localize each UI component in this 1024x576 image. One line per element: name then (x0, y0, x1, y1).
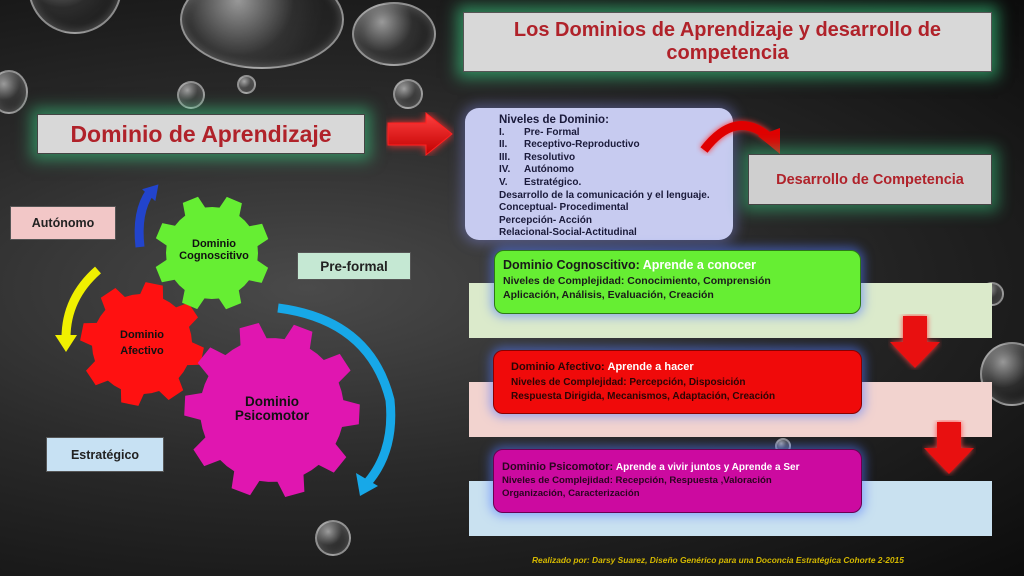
extra-line: Conceptual- Procedimental (499, 202, 629, 214)
gears-diagram: Dominio Cognoscitivo Dominio Afectivo Do… (55, 184, 396, 497)
label-autonomo: Autónomo (10, 206, 116, 240)
desarrollo-competencia-box: Desarrollo de Competencia (748, 154, 992, 205)
item-number: I. (499, 126, 505, 138)
card-psicomotor: Dominio Psicomotor: Aprende a vivir junt… (493, 449, 862, 513)
card-title: Dominio Afectivo: (511, 361, 605, 373)
blue-arrow-icon (134, 189, 154, 248)
card-afectivo: Dominio Afectivo: Aprende a hacer Nivele… (493, 350, 862, 414)
list-item: IV. Autónomo (499, 164, 733, 177)
curved-arrow-icon (700, 121, 780, 154)
list-item: V. Estratégico. (499, 177, 733, 190)
footer-credit: Realizado por: Darsy Suarez, Diseño Gené… (532, 555, 904, 565)
gear-label-cognoscitivo-1: Dominio (192, 238, 236, 250)
right-arrow-icon (387, 112, 453, 156)
item-number: II. (499, 139, 508, 151)
down-arrow-icon (890, 316, 940, 368)
card-line: Niveles de Complejidad: Recepción, Respu… (502, 475, 772, 486)
bubble-decoration (352, 2, 436, 66)
dominio-aprendizaje-box: Dominio de Aprendizaje (37, 114, 365, 154)
gear-label-psicomotor-1: Dominio (245, 394, 299, 409)
extra-line: Relacional-Social-Actitudinal (499, 227, 637, 239)
card-subtitle: Aprende a vivir juntos y Aprende a Ser (615, 462, 800, 473)
gear-label-afectivo-1: Dominio (120, 329, 164, 341)
gear-label-psicomotor-2: Psicomotor (235, 408, 310, 423)
card-subtitle: Aprende a conocer (642, 258, 756, 272)
bubble-decoration (393, 79, 423, 109)
gear-label-afectivo-2: Afectivo (120, 345, 164, 357)
niveles-heading: Niveles de Dominio: (499, 114, 609, 126)
gear-afectivo (80, 282, 204, 406)
label-estrategico: Estratégico (46, 437, 164, 472)
bubble-decoration (177, 81, 205, 109)
card-line: Organización, Caracterización (502, 488, 640, 499)
niveles-dominio-box: Niveles de Dominio: I. Pre- Formal II. Rec… (465, 108, 733, 240)
extra-line: Percepción- Acción (499, 214, 592, 226)
card-line: Niveles de Complejidad: Percepción, Disp… (511, 376, 746, 388)
item-label: Autónomo (524, 164, 574, 176)
card-line: Niveles de Complejidad: Conocimiento, Co… (503, 274, 771, 287)
yellow-arrow-icon (61, 266, 102, 339)
bubble-decoration (180, 0, 344, 69)
card-line: Respuesta Dirigida, Mecanismos, Adaptaci… (511, 391, 776, 402)
label-preformal: Pre-formal (297, 252, 411, 280)
card-cognoscitivo: Dominio Cognoscitivo: Aprende a conocer … (494, 250, 861, 314)
card-subtitle: Aprende a hacer (607, 361, 694, 373)
list-item: I. Pre- Formal (499, 127, 733, 140)
gear-psicomotor (184, 323, 360, 497)
card-line: Aplicación, Análisis, Evaluación, Creaci… (503, 289, 714, 301)
item-label: Pre- Formal (524, 126, 580, 138)
bubble-decoration (28, 0, 122, 34)
bubble-decoration (315, 520, 351, 556)
list-item: II. Receptivo-Reproductivo (499, 139, 733, 152)
item-label: Receptivo-Reproductivo (524, 139, 640, 151)
item-number: V. (499, 176, 508, 188)
bubble-decoration (237, 75, 256, 94)
item-number: IV. (499, 164, 511, 176)
item-label: Resolutivo (524, 151, 576, 163)
page-title: Los Dominios de Aprendizaje y desarrollo… (463, 12, 992, 72)
extra-line: Desarrollo de la comunicación y el lengu… (499, 189, 710, 201)
down-arrow-icon (924, 422, 974, 474)
gear-cognoscitivo (155, 196, 269, 310)
bubble-decoration (0, 70, 28, 114)
item-number: III. (499, 151, 511, 163)
gear-label-cognoscitivo-2: Cognoscitivo (179, 250, 249, 262)
card-title: Dominio Psicomotor: (502, 461, 614, 473)
card-title: Dominio Cognoscitivo: (503, 258, 640, 272)
cyan-arrow-icon (277, 303, 396, 485)
item-label: Estratégico. (524, 176, 582, 188)
list-item: III. Resolutivo (499, 152, 733, 165)
